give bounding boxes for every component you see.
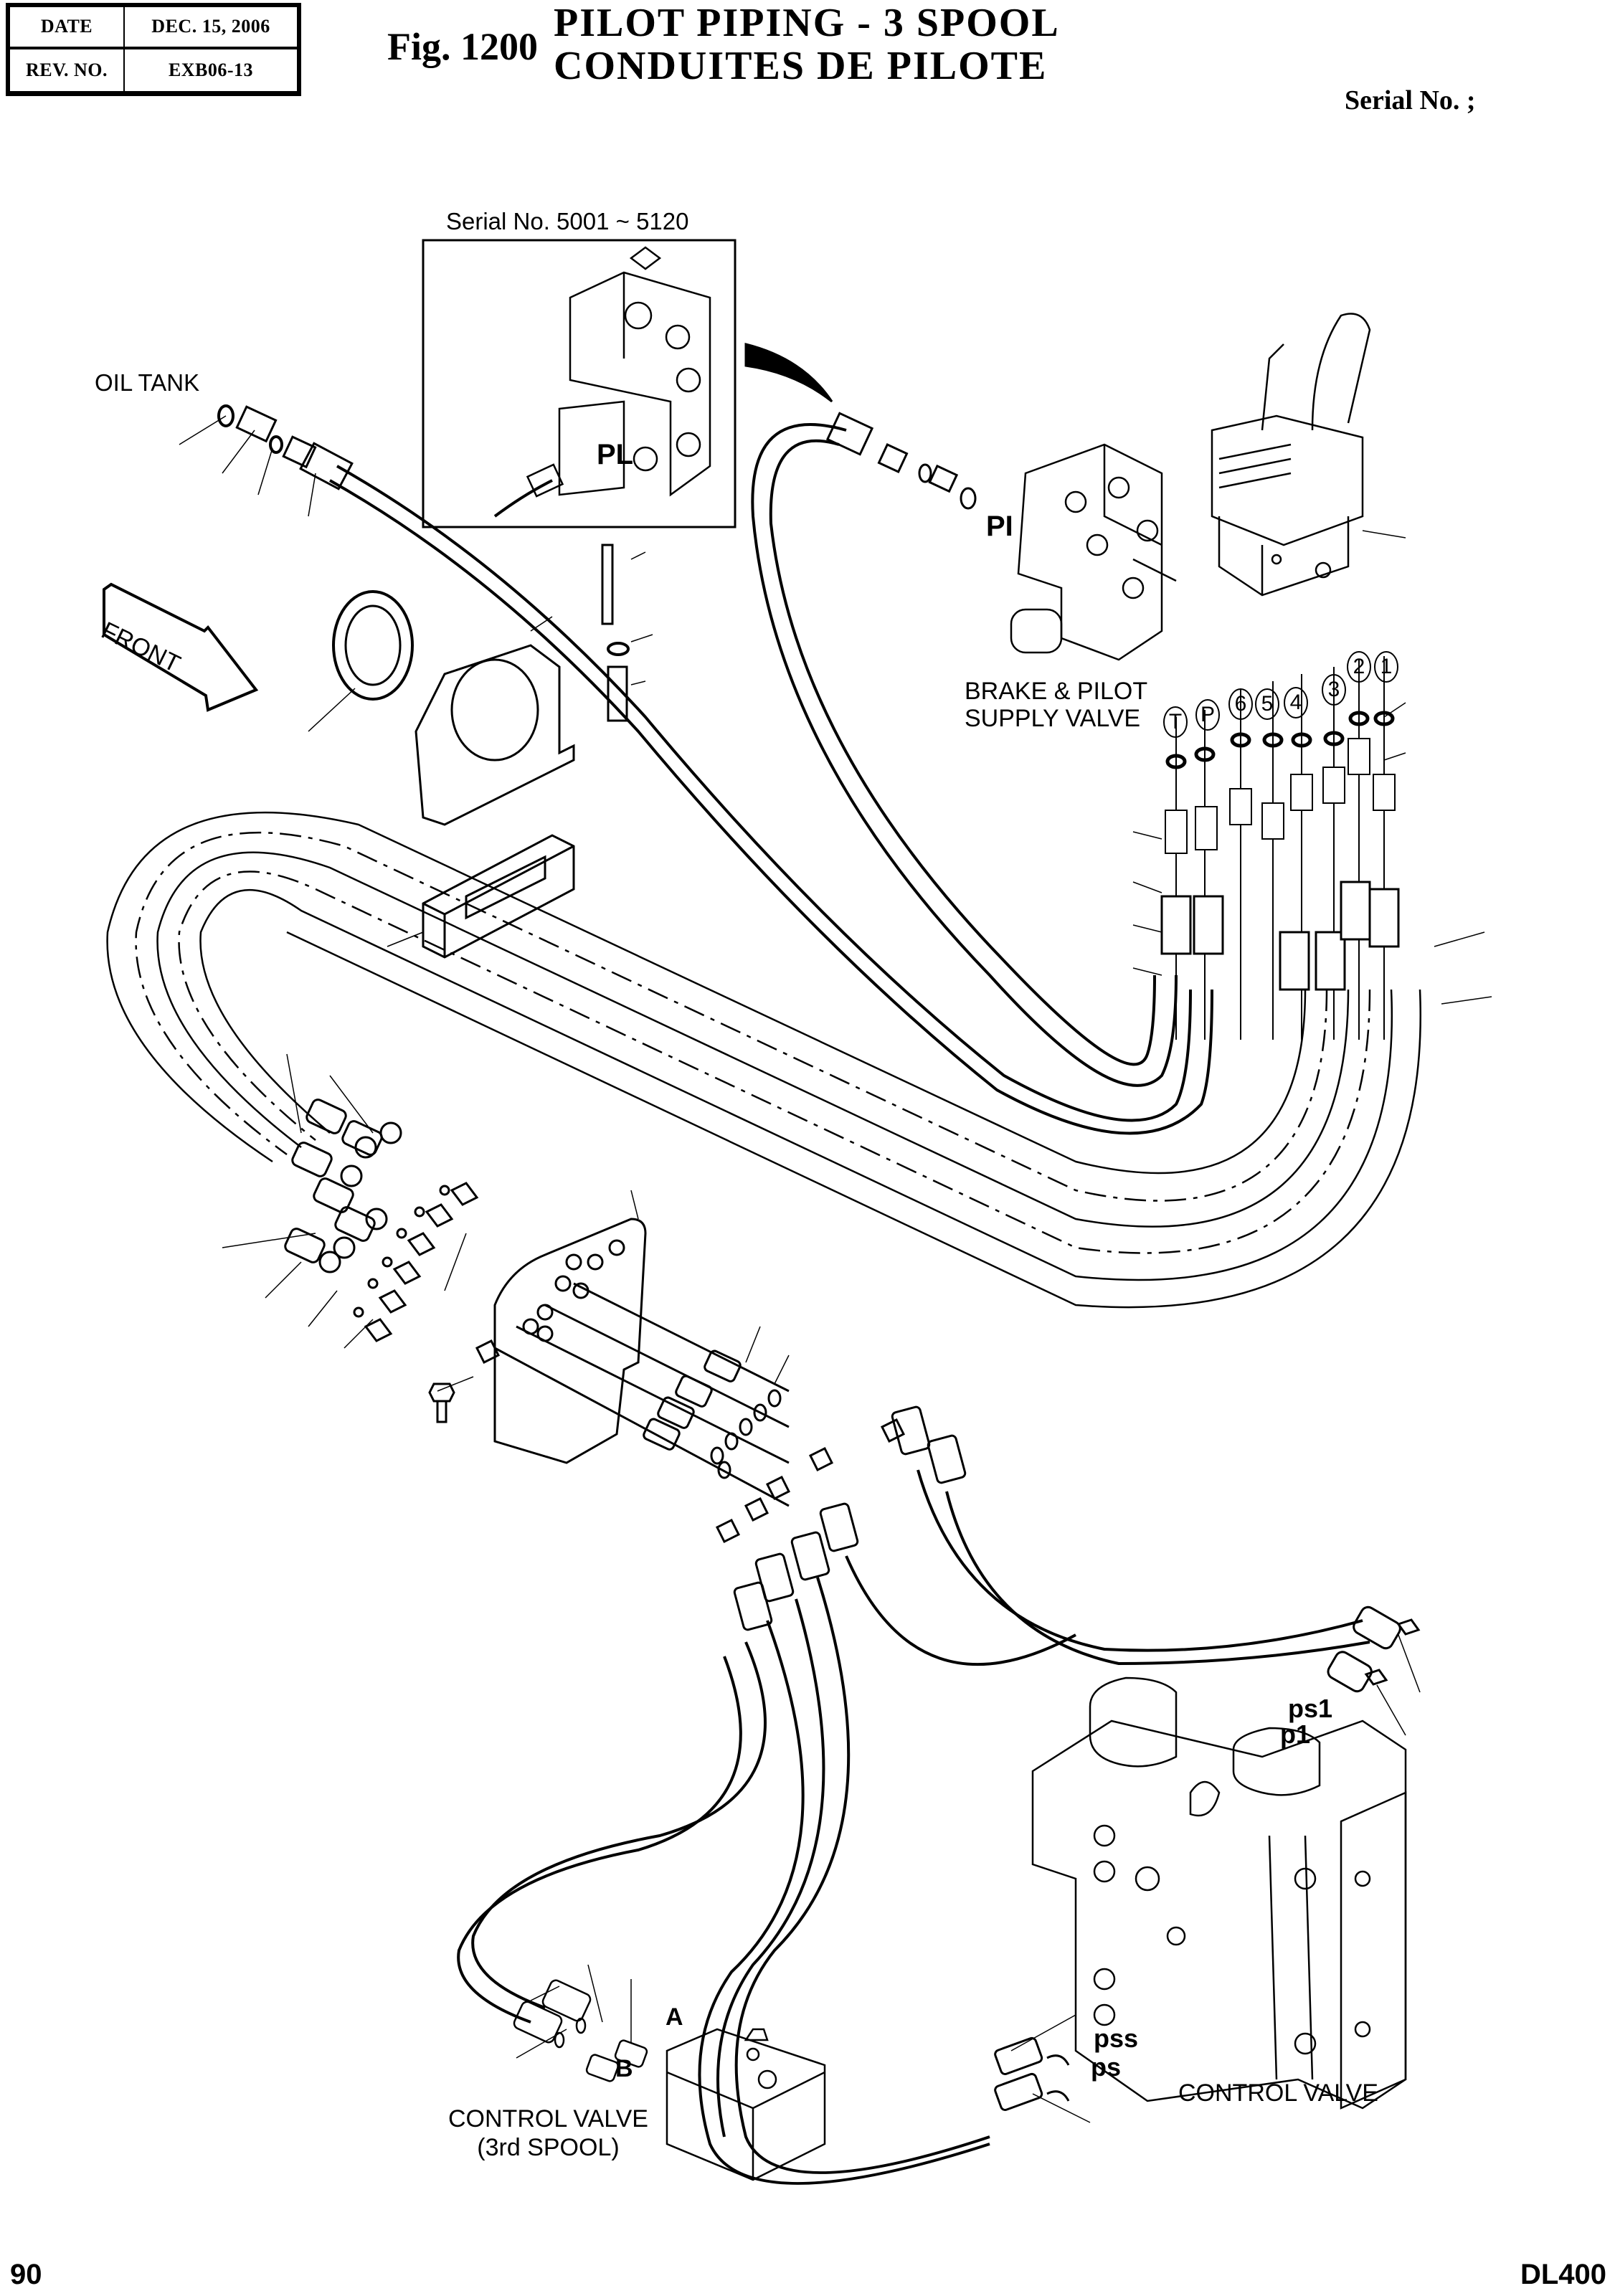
brake-pilot-label-line1: BRAKE & PILOT — [965, 678, 1148, 705]
control-valve-label: CONTROL VALVE — [1178, 2079, 1378, 2107]
oil-tank-fittings — [217, 404, 354, 490]
port-5-marker: 5 — [1255, 688, 1279, 720]
third-spool-label-line2: (3rd SPOOL) — [477, 2134, 620, 2161]
main-control-valve — [1031, 1676, 1407, 2110]
serial-number: Serial No. ; — [1345, 85, 1476, 115]
leader-lines — [179, 415, 1492, 2123]
third-spool-control-valve-label: CONTROL VALVE (3rd SPOOL) — [448, 2105, 648, 2162]
inset-valve-block — [493, 246, 711, 518]
joystick-assembly — [1211, 313, 1371, 597]
brake-pilot-supply-valve — [1010, 443, 1177, 661]
page-title: PILOT PIPING - 3 SPOOL — [554, 1, 1060, 45]
page-number: 90 — [10, 2259, 42, 2290]
figure-number: Fig. 1200 — [387, 25, 538, 68]
hose-clamp-bracket — [332, 544, 630, 826]
lower-hose-fittings — [715, 1405, 967, 1631]
third-spool-label-line1: CONTROL VALVE — [448, 2105, 648, 2133]
date-label: DATE — [10, 7, 125, 49]
port-p-marker: P — [1195, 699, 1220, 731]
port-p1-label: p1 — [1280, 1719, 1311, 1749]
pi-port-label: PI — [986, 511, 1013, 542]
inset-pointer — [744, 343, 833, 403]
hose-bundle-loop — [106, 811, 1422, 1309]
inset-serial-label: Serial No. 5001 ~ 5120 — [446, 208, 689, 234]
brake-pilot-label-line2: SUPPLY VALVE — [965, 705, 1141, 732]
port-ps-label: ps — [1091, 2052, 1122, 2082]
left-fittings-cluster — [284, 1099, 479, 1342]
rev-value: EXB06-13 — [168, 59, 254, 80]
model-name: DL400 — [1520, 2259, 1606, 2290]
ps1-p1-fittings — [1327, 1605, 1421, 1693]
joystick-port-fittings — [1160, 656, 1400, 1040]
front-direction-arrow — [103, 582, 259, 712]
port-1-marker: 1 — [1374, 651, 1398, 683]
pss-ps-fittings — [994, 2036, 1070, 2111]
rev-label: REV. NO. — [10, 49, 125, 91]
port-3-marker: 3 — [1322, 674, 1346, 706]
oil-tank-hose — [336, 465, 1192, 1122]
oil-tank-label: OIL TANK — [95, 369, 200, 396]
lower-hoses — [457, 1469, 1370, 2185]
port-b-label: B — [615, 2055, 633, 2082]
pl-port-label: PL — [597, 439, 634, 470]
date-value: DEC. 15, 2006 — [125, 7, 297, 49]
port-6-marker: 6 — [1228, 688, 1253, 720]
inset-box — [422, 239, 737, 528]
pilot-supply-hose — [751, 423, 1178, 1087]
port-2-marker: 2 — [1347, 651, 1371, 683]
third-spool-control-valve — [513, 1979, 826, 2181]
middle-fittings-cluster — [643, 1349, 782, 1479]
port-pss-label: pss — [1094, 2024, 1139, 2053]
port-a-label: A — [666, 2003, 683, 2031]
bulkhead-plate — [428, 1218, 790, 1507]
port-ps1-label: ps1 — [1288, 1694, 1333, 1723]
port-4-marker: 4 — [1284, 687, 1308, 718]
port-t-marker: T — [1163, 706, 1188, 738]
revision-table: DATE DEC. 15, 2006 REV. NO. EXB06-13 — [6, 3, 301, 96]
brake-pilot-supply-valve-label: BRAKE & PILOT SUPPLY VALVE — [965, 678, 1147, 732]
hose-guide-block — [422, 834, 575, 959]
page-subtitle: CONDUITES DE PILOTE — [554, 44, 1048, 88]
